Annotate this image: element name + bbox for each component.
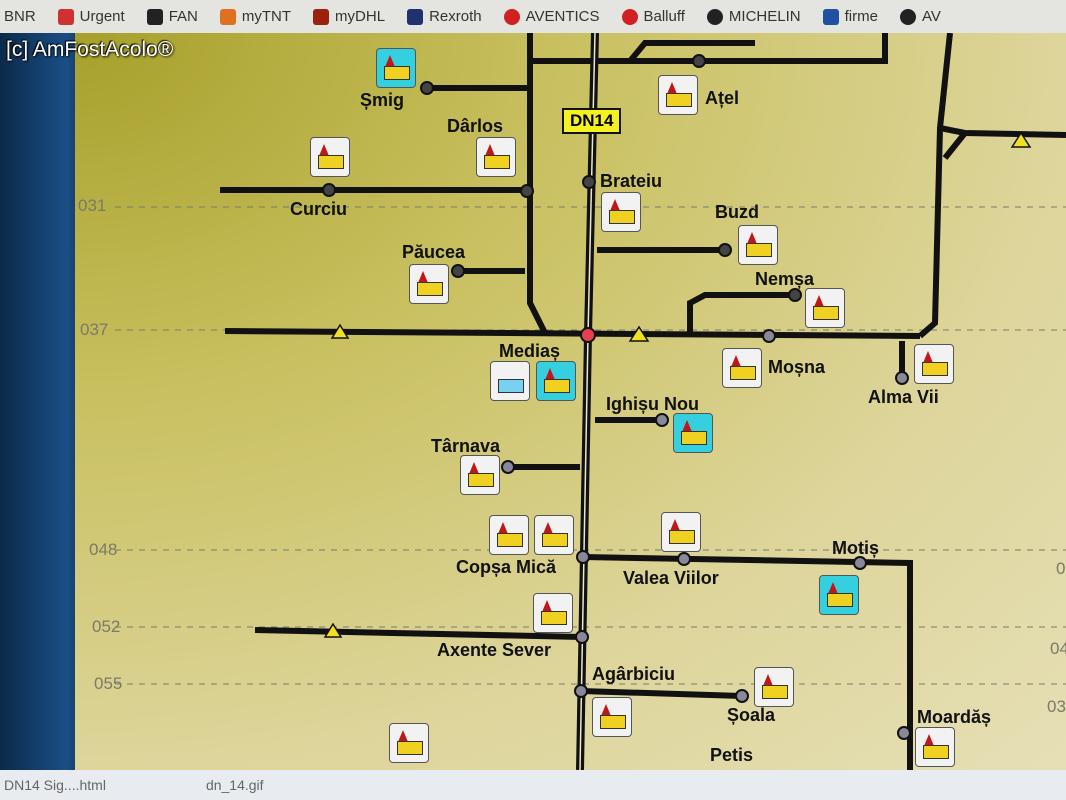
km-marker: 031 xyxy=(78,196,107,215)
bookmark-firme[interactable]: firme xyxy=(822,8,878,25)
urgent-icon xyxy=(57,8,74,25)
bookmark-rexroth[interactable]: Rexroth xyxy=(407,8,482,25)
church-icon[interactable] xyxy=(533,593,573,633)
km-marker: 052 xyxy=(92,617,121,636)
town-label-valea-viilor[interactable]: Valea Viilor xyxy=(623,568,719,588)
globe-icon xyxy=(899,8,916,25)
church-icon[interactable] xyxy=(534,515,574,555)
church-icon[interactable] xyxy=(819,575,859,615)
bookmark-aventics[interactable]: AVENTICS xyxy=(503,8,600,25)
bookmark-mytnt[interactable]: myTNT xyxy=(219,8,291,25)
church-icon[interactable] xyxy=(476,137,516,177)
church-icon[interactable] xyxy=(754,667,794,707)
town-label-moardas[interactable]: Moardăș xyxy=(917,707,992,727)
town-label-nemsa[interactable]: Nemșa xyxy=(755,269,815,289)
rexroth-icon xyxy=(407,8,424,25)
town-label-petis[interactable]: Petis xyxy=(710,745,754,765)
town-label-ighisu-nou[interactable]: Ighișu Nou xyxy=(606,394,699,414)
km-marker: 03 xyxy=(1047,697,1066,716)
town-label-paucea[interactable]: Păucea xyxy=(402,242,466,262)
church-icon[interactable] xyxy=(409,264,449,304)
km-marker: 055 xyxy=(94,674,123,693)
km-marker: 037 xyxy=(80,320,109,339)
town-label-copsa-mica[interactable]: Copșa Mică xyxy=(456,557,557,577)
fan-icon xyxy=(146,8,163,25)
bookmarks-bar: BNR Urgent FAN myTNT myDHL Rexroth AVENT… xyxy=(0,0,1066,33)
town-label-alma-vii[interactable]: Alma Vii xyxy=(868,387,939,407)
church-icon[interactable] xyxy=(915,727,955,767)
church-icon[interactable] xyxy=(661,512,701,552)
church-icon[interactable] xyxy=(536,361,576,401)
bookmark-av[interactable]: AV xyxy=(899,8,941,25)
road-label-dn14: DN14 xyxy=(562,108,622,134)
downloads-bar: DN14 Sig....html dn_14.gif xyxy=(0,770,1066,800)
town-label-soala[interactable]: Șoala xyxy=(727,705,776,725)
aventics-icon xyxy=(503,8,520,25)
bookmark-bnr[interactable]: BNR xyxy=(4,8,36,25)
dhl-icon xyxy=(313,8,330,25)
hotel-icon[interactable] xyxy=(490,361,530,401)
michelin-icon xyxy=(706,8,723,25)
church-icon[interactable] xyxy=(592,697,632,737)
town-label-smig[interactable]: Șmig xyxy=(360,90,405,110)
balluff-icon xyxy=(621,8,638,25)
km-marker: 048 xyxy=(89,540,118,559)
bookmark-michelin[interactable]: MICHELIN xyxy=(706,8,801,25)
firme-icon xyxy=(822,8,839,25)
download-item-html[interactable]: DN14 Sig....html xyxy=(4,777,106,793)
roads xyxy=(220,33,1066,770)
download-item-gif[interactable]: dn_14.gif xyxy=(205,777,264,793)
church-icon[interactable] xyxy=(389,723,429,763)
church-icon[interactable] xyxy=(376,48,416,88)
bookmark-urgent[interactable]: Urgent xyxy=(57,8,125,25)
church-icon[interactable] xyxy=(738,225,778,265)
route-map[interactable]: DN14 031 037 048 052 055 0 04 03 Șmig Dâ… xyxy=(75,33,1066,770)
town-label-tarnava[interactable]: Târnava xyxy=(431,436,501,456)
church-icon[interactable] xyxy=(722,348,762,388)
church-icon[interactable] xyxy=(673,413,713,453)
church-icon[interactable] xyxy=(805,288,845,328)
town-label-darlos[interactable]: Dârlos xyxy=(447,116,504,136)
church-icon[interactable] xyxy=(658,75,698,115)
town-label-agarbiciu[interactable]: Agârbiciu xyxy=(592,664,676,684)
km-marker: 04 xyxy=(1050,639,1066,658)
bookmark-mydhl[interactable]: myDHL xyxy=(313,8,385,25)
town-label-buzd[interactable]: Buzd xyxy=(715,202,759,222)
town-label-curciu[interactable]: Curciu xyxy=(290,199,348,219)
church-icon[interactable] xyxy=(460,455,500,495)
church-icon[interactable] xyxy=(489,515,529,555)
town-label-axente-sever[interactable]: Axente Sever xyxy=(437,640,552,660)
town-label-medias[interactable]: Mediaș xyxy=(499,341,561,361)
bookmark-fan[interactable]: FAN xyxy=(146,8,198,25)
tnt-icon xyxy=(219,8,236,25)
town-label-mosna[interactable]: Moșna xyxy=(768,357,826,377)
bookmark-balluff[interactable]: Balluff xyxy=(621,8,685,25)
town-label-brateiu[interactable]: Brateiu xyxy=(600,171,663,191)
town-dots xyxy=(322,54,911,740)
road-network xyxy=(115,33,1066,770)
town-label-atel[interactable]: Ațel xyxy=(705,88,740,108)
church-icon[interactable] xyxy=(914,344,954,384)
watermark: [c] AmFostAcolo® xyxy=(6,38,174,61)
warning-triangles xyxy=(323,131,1032,638)
church-icon[interactable] xyxy=(310,137,350,177)
church-icon[interactable] xyxy=(601,192,641,232)
town-label-motis[interactable]: Motiș xyxy=(832,538,879,558)
km-marker: 0 xyxy=(1056,559,1066,578)
